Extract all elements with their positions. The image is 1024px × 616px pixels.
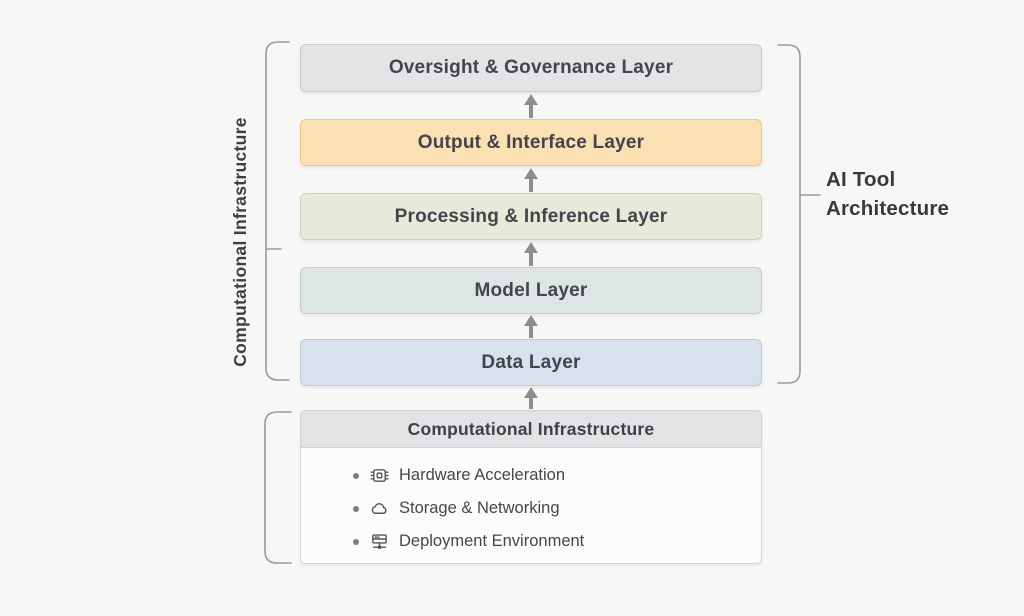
up-arrow bbox=[524, 168, 538, 192]
up-arrow bbox=[524, 387, 538, 409]
arrow-stem bbox=[529, 326, 533, 338]
arrow-head-icon bbox=[524, 242, 538, 253]
right-main-bracket bbox=[777, 44, 821, 384]
layer-box-model: Model Layer bbox=[300, 267, 762, 314]
list-item-storage-networking: Storage & Networking bbox=[353, 492, 761, 525]
bullet-dot-icon bbox=[353, 538, 359, 545]
arrow-stem bbox=[529, 398, 533, 409]
layer-label: Processing & Inference Layer bbox=[394, 205, 668, 227]
list-item-hardware-acceleration: Hardware Acceleration bbox=[353, 459, 761, 492]
list-item-label: Deployment Environment bbox=[399, 532, 585, 550]
layer-box-processing-inference: Processing & Inference Layer bbox=[300, 193, 762, 240]
bullet-dot-icon bbox=[353, 472, 359, 479]
up-arrow bbox=[524, 94, 538, 118]
arrow-head-icon bbox=[524, 94, 538, 105]
list-item-label: Hardware Acceleration bbox=[399, 466, 565, 484]
arrow-stem bbox=[529, 179, 533, 192]
arrow-head-icon bbox=[524, 168, 538, 179]
layer-label: Model Layer bbox=[474, 279, 588, 301]
server-icon bbox=[372, 534, 387, 549]
layer-label: Output & Interface Layer bbox=[417, 131, 645, 153]
left-main-bracket bbox=[265, 41, 290, 381]
up-arrow bbox=[524, 242, 538, 266]
right-label-line2: Architecture bbox=[826, 197, 950, 220]
layer-box-oversight-governance: Oversight & Governance Layer bbox=[300, 44, 762, 92]
left-infra-bracket bbox=[264, 411, 292, 564]
layer-box-data: Data Layer bbox=[300, 339, 762, 386]
infrastructure-box: Computational Infrastructure Hardware Ac… bbox=[300, 410, 762, 564]
right-label-line1: AI Tool bbox=[826, 168, 896, 191]
arrow-stem bbox=[529, 253, 533, 266]
up-arrow bbox=[524, 315, 538, 338]
arrow-head-icon bbox=[524, 315, 538, 326]
layer-box-output-interface: Output & Interface Layer bbox=[300, 119, 762, 166]
list-item-label: Storage & Networking bbox=[399, 499, 560, 517]
cloud-icon bbox=[371, 503, 387, 514]
arrow-head-icon bbox=[524, 387, 538, 398]
layer-label: Oversight & Governance Layer bbox=[388, 57, 674, 78]
infrastructure-header: Computational Infrastructure bbox=[301, 411, 761, 448]
arrow-stem bbox=[529, 105, 533, 118]
left-vertical-label: Computational Infrastructure bbox=[229, 117, 250, 367]
bullet-dot-icon bbox=[353, 505, 359, 512]
infrastructure-item-list: Hardware Acceleration Storage & Networki… bbox=[301, 448, 761, 558]
cpu-chip-icon bbox=[370, 469, 389, 482]
layer-label: Data Layer bbox=[481, 351, 581, 373]
list-item-deployment-environment: Deployment Environment bbox=[353, 525, 761, 558]
right-diagram-label: AI Tool Architecture bbox=[826, 165, 949, 223]
